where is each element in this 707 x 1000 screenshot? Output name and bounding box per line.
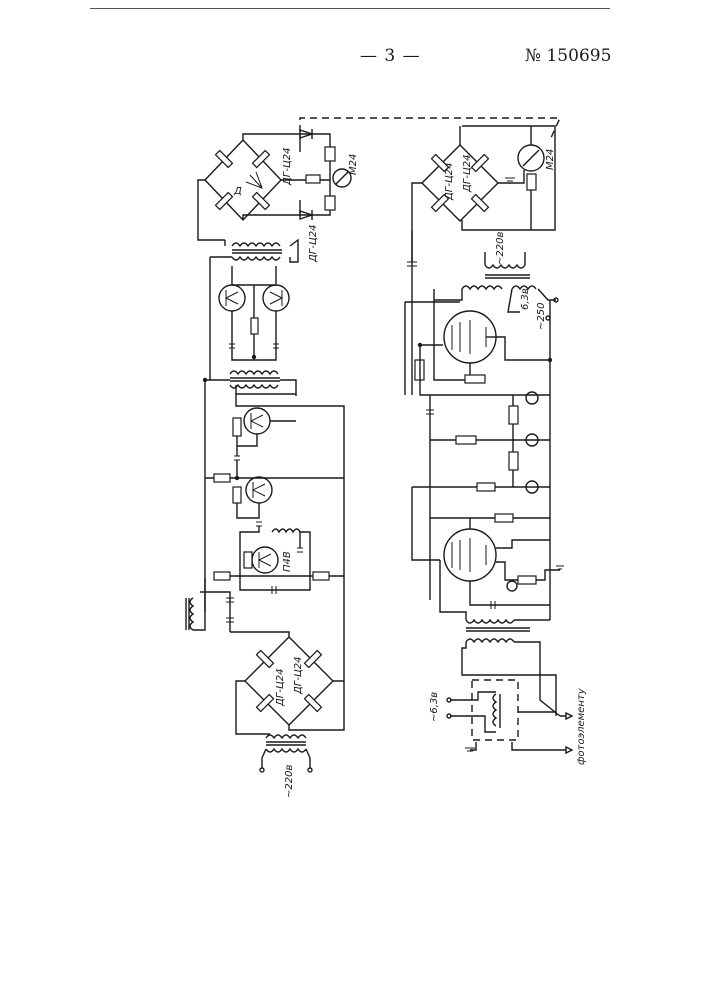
resistor-r3 — [306, 175, 320, 183]
left-top-bridge: Д — [205, 140, 281, 220]
photocell-coil — [493, 694, 500, 728]
label-heater-bottom: ~6,3в — [429, 692, 440, 722]
right-bridge — [422, 145, 498, 221]
resistor-r17 — [477, 483, 495, 491]
resistor-r9 — [313, 572, 329, 580]
output-transformer — [466, 620, 530, 642]
resistor-r18 — [495, 514, 513, 522]
transistor-stage-1 — [244, 408, 270, 434]
resistor-r11 — [527, 174, 536, 190]
resistor-r7 — [233, 487, 241, 503]
label-transistor-p4v: П4В — [282, 551, 293, 572]
label-bridge-right-2: ДГ-Ц24 — [462, 155, 473, 193]
gas-tube-1 — [526, 392, 538, 493]
label-bridge-d: Д — [233, 186, 242, 197]
transistor-stage-2 — [246, 477, 272, 503]
vacuum-tube-lower — [444, 529, 496, 581]
label-heater-63: 6,3в — [520, 288, 531, 310]
resistor-r4 — [251, 318, 258, 334]
label-meter-right: М24 — [545, 149, 556, 170]
resistor-r15 — [509, 406, 518, 424]
resistor-r19 — [518, 576, 536, 584]
mains-transformer-left — [266, 735, 306, 752]
label-bridge-right: ДГ-Ц24 — [444, 163, 455, 201]
resistor-r10 — [214, 572, 230, 580]
resistor-r2 — [325, 196, 335, 210]
label-bridge-bottom-2: ДГ-Ц24 — [293, 657, 304, 695]
resistor-r8 — [244, 552, 252, 568]
label-heater-250: ~250 — [536, 303, 547, 330]
label-photo-element: фотоэлементу — [576, 687, 587, 765]
label-bridge-bottom-1: ДГ-Ц24 — [275, 669, 286, 707]
resistor-r5 — [233, 418, 241, 436]
transformer-2 — [230, 371, 280, 388]
left-bottom-bridge — [245, 637, 333, 725]
oscillator-coil — [272, 529, 300, 532]
meter-coupling-line — [300, 118, 560, 140]
meter-right-icon — [518, 145, 544, 171]
side-transformer — [186, 598, 193, 630]
label-mains-left: ~220в — [284, 765, 295, 798]
mains-transformer-right — [462, 265, 536, 289]
label-diode-top-2: ДГ-Ц24 — [308, 225, 319, 263]
resistor-r16 — [509, 452, 518, 470]
label-mains-right: ~220в — [495, 232, 506, 265]
resistor-r1 — [325, 147, 335, 161]
resistor-r6 — [214, 474, 230, 482]
resistor-r14 — [456, 436, 476, 444]
transformer-1 — [232, 243, 282, 260]
label-diode-top-1: ДГ-Ц24 — [282, 148, 293, 186]
transistor-p4v — [252, 547, 278, 573]
resistor-r13 — [465, 375, 485, 383]
vacuum-tube-upper — [444, 311, 496, 363]
label-meter-left: М24 — [348, 154, 359, 175]
